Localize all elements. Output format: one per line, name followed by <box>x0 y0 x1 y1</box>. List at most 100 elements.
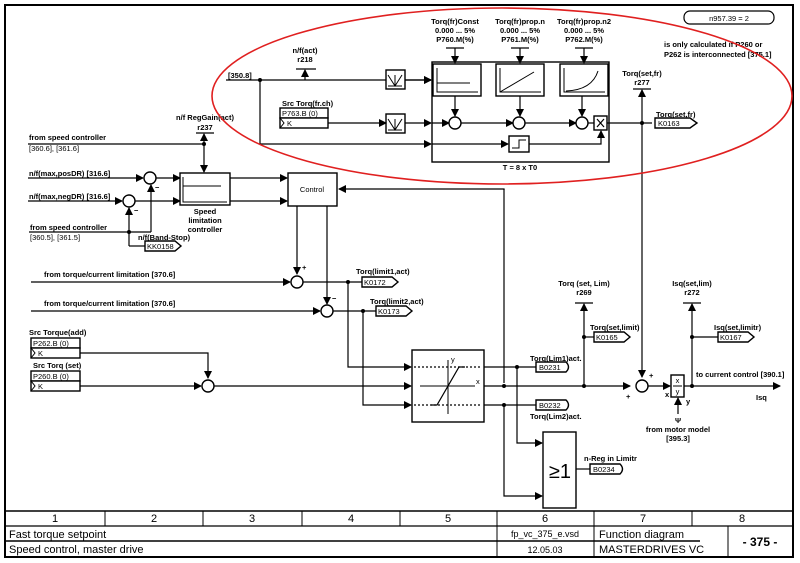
torq-set-limit-label: Torq(set,limit) <box>590 323 640 332</box>
nfact-param: r218 <box>297 55 312 64</box>
svg-text:[395.3]: [395.3] <box>666 434 690 443</box>
col-1: 1 <box>52 513 58 525</box>
max-pos-label: n/f(max,posDR) [316.6] <box>29 169 111 178</box>
connector-k0163[interactable]: K0163 <box>654 117 699 129</box>
connector-k0172[interactable]: K0172 <box>361 276 400 288</box>
svg-text:Torq(fr)prop.n: Torq(fr)prop.n <box>495 17 545 26</box>
svg-text:≥1: ≥1 <box>549 461 571 483</box>
divider-block: x y <box>670 374 685 398</box>
svg-text:K0167: K0167 <box>720 333 742 342</box>
title-block: 1 2 3 4 5 6 7 8 Fast torque setpoint Spe… <box>5 510 793 557</box>
svg-text:controller: controller <box>188 225 223 234</box>
svg-text:limitation: limitation <box>188 216 222 225</box>
band-stop-label: n/f(Band-Stop) <box>138 233 191 242</box>
svg-text:y: y <box>451 355 455 364</box>
input-ref: [350.8] <box>228 71 252 80</box>
svg-text:B0231: B0231 <box>539 363 561 372</box>
isq-label: Isq <box>756 393 767 402</box>
control-block: Control <box>287 172 338 207</box>
product: MASTERDRIVES VC <box>599 544 704 556</box>
col-7: 7 <box>640 513 646 525</box>
diagram-subtitle: Speed control, master drive <box>9 544 144 556</box>
multiply-block <box>593 115 608 131</box>
svg-text:Torq(fr)prop.n2: Torq(fr)prop.n2 <box>557 17 611 26</box>
connector-b0234[interactable]: B0234 <box>589 463 624 475</box>
note-line-1: is only calculated if P260 or <box>664 40 762 49</box>
svg-text:−: − <box>134 206 139 215</box>
svg-text:x: x <box>476 377 480 386</box>
svg-text:P762.M(%): P762.M(%) <box>565 35 603 44</box>
connector-b0231[interactable]: B0231 <box>535 361 570 373</box>
page-number: - 375 - <box>743 535 778 549</box>
svg-text:0.000 ... 5%: 0.000 ... 5% <box>435 26 475 35</box>
src-torq-fr-label: Src Torq(fr.ch) <box>282 99 334 108</box>
from-torque-1: from torque/current limitation [370.6] <box>44 270 176 279</box>
curve-prop-n: Torq(fr)prop.n 0.000 ... 5% P761.M(%) <box>495 17 545 97</box>
torq-set-lim-param: r269 <box>576 288 591 297</box>
connector-b0232[interactable]: B0232 <box>535 399 570 411</box>
filter-block-2 <box>385 113 406 134</box>
src-set-param[interactable]: P260.B (0) K <box>30 370 81 392</box>
note-line-2: P262 is interconnected [375.1] <box>664 50 772 59</box>
col-2: 2 <box>151 513 157 525</box>
svg-text:K0172: K0172 <box>364 278 386 287</box>
svg-text:B0234: B0234 <box>593 465 615 474</box>
page-frame <box>4 4 794 558</box>
regain-param: r237 <box>197 123 212 132</box>
src-set-label: Src Torq (set) <box>33 361 82 370</box>
from-torque-2: from torque/current limitation [370.6] <box>44 299 176 308</box>
svg-text:−: − <box>155 183 160 192</box>
svg-text:P760.M(%): P760.M(%) <box>436 35 474 44</box>
max-neg-label: n/f(max,negDR) [316.6] <box>29 192 111 201</box>
sum-junction-1 <box>448 116 462 130</box>
src-add-label: Src Torque(add) <box>29 328 87 337</box>
svg-text:x: x <box>665 390 670 399</box>
svg-text:0.000 ... 5%: 0.000 ... 5% <box>500 26 540 35</box>
svg-text:K: K <box>38 349 43 358</box>
svg-text:KK0158: KK0158 <box>147 242 174 251</box>
sample-time: T = 8 x T0 <box>503 163 537 172</box>
connector-kk0158[interactable]: KK0158 <box>144 240 183 252</box>
torq-set-lim-label: Torq (set, Lim) <box>558 279 610 288</box>
col-6: 6 <box>542 513 548 525</box>
filter-block-1 <box>385 69 406 90</box>
doc-type: Function diagram <box>599 529 684 541</box>
k0163-label: Torq(set,fr) <box>656 110 696 119</box>
svg-text:0.000 ... 5%: 0.000 ... 5% <box>564 26 604 35</box>
src-add-param[interactable]: P262.B (0) K <box>30 337 81 359</box>
svg-text:K0163: K0163 <box>658 119 680 128</box>
col-8: 8 <box>739 513 745 525</box>
src-torq-fr-param[interactable]: P763.B (0) K <box>279 107 329 129</box>
connector-k0165[interactable]: K0165 <box>593 331 632 343</box>
svg-text:P761.M(%): P761.M(%) <box>501 35 539 44</box>
badge-text: n957.39 = 2 <box>709 14 749 23</box>
regain-label: n/f RegGain(act) <box>176 113 234 122</box>
svg-text:x: x <box>676 376 680 385</box>
date: 12.05.03 <box>527 545 562 555</box>
svg-text:P262.B (0): P262.B (0) <box>33 339 69 348</box>
nfact-label: n/f(act) <box>293 46 319 55</box>
svg-text:y: y <box>676 387 680 396</box>
isq-set-lim-param: r272 <box>684 288 699 297</box>
svg-text:P260.B (0): P260.B (0) <box>33 372 69 381</box>
svg-text:K: K <box>287 119 292 128</box>
limit2-label: Torq(limit2,act) <box>370 297 424 306</box>
curve-const: Torq(fr)Const 0.000 ... 5% P760.M(%) <box>431 17 482 97</box>
connector-k0173[interactable]: K0173 <box>375 305 414 317</box>
col-5: 5 <box>445 513 451 525</box>
lim2-act-label: Torq(Lim2)act. <box>530 412 582 421</box>
svg-text:+: + <box>649 371 654 380</box>
motor-model-label: from motor model <box>646 425 710 434</box>
limit1-label: Torq(limit1,act) <box>356 267 410 276</box>
file-name: fp_vc_375_e.vsd <box>511 529 579 539</box>
svg-text:Speed: Speed <box>194 207 217 216</box>
svg-text:−: − <box>332 294 337 303</box>
condition-badge: n957.39 = 2 <box>683 10 775 25</box>
isq-set-lim-label: Isq(set,lim) <box>672 279 712 288</box>
from-speed-2: from speed controller <box>30 223 107 232</box>
connector-k0167[interactable]: K0167 <box>717 331 756 343</box>
psi-symbol: Ψ <box>675 416 681 425</box>
sum-junction-2 <box>512 116 526 130</box>
lim1-act-label: Torq(Lim1)act. <box>530 354 582 363</box>
